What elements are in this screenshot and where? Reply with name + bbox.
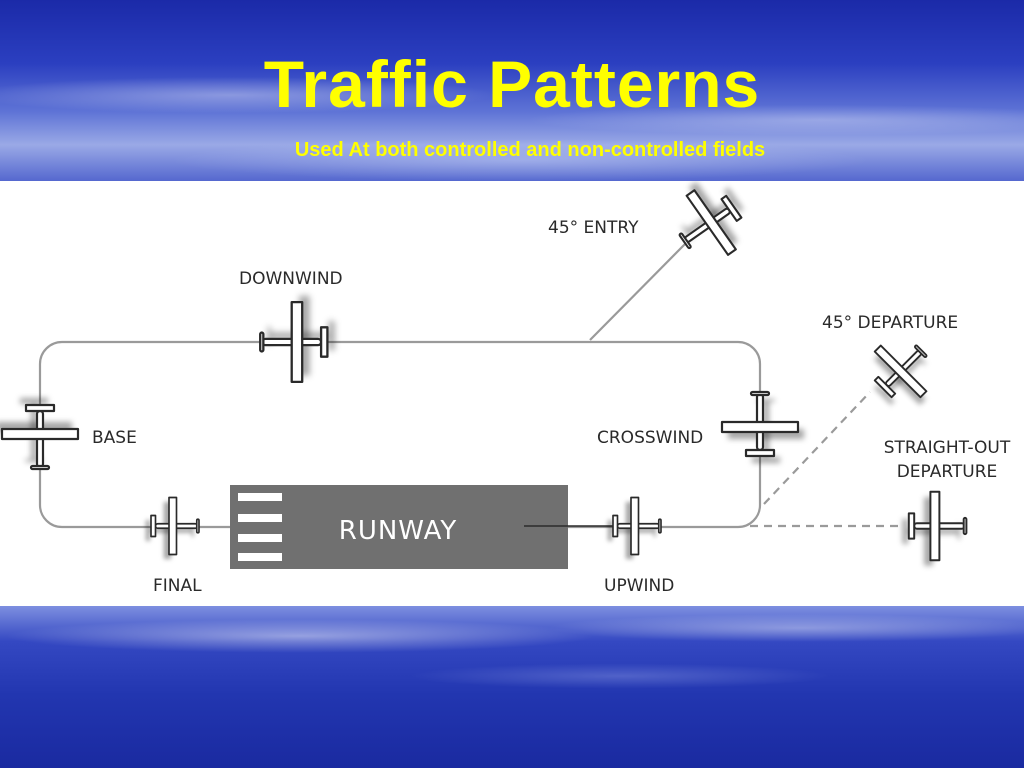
- runway: [230, 485, 568, 569]
- label-straight-out-line2: DEPARTURE: [897, 462, 998, 482]
- label-downwind: DOWNWIND: [239, 269, 343, 289]
- airplane-icon-downwind: [260, 296, 335, 382]
- footer-background: [0, 606, 1024, 768]
- traffic-pattern-diagram: RUNWAY 45° ENTRY DOWNWIND 45° DEPARTURE …: [0, 181, 1024, 606]
- airplane-icon-entry: [660, 181, 760, 271]
- airplane-icon-final: [146, 498, 199, 560]
- airplane-icon-upwind: [608, 498, 661, 560]
- entry-path: [589, 242, 687, 341]
- runway-label: RUNWAY: [339, 516, 457, 546]
- departure-45-path: [763, 391, 871, 505]
- runway-threshold-markings: [238, 493, 282, 561]
- label-base: BASE: [92, 428, 137, 448]
- page-subtitle: Used At both controlled and non-controll…: [294, 139, 766, 161]
- label-final: FINAL: [153, 576, 202, 596]
- airplane-icon-departure-45: [856, 328, 948, 420]
- page-title: Traffic Patterns: [263, 47, 761, 121]
- airplane-icon-straight-out: [903, 492, 967, 566]
- header-background: [0, 0, 1024, 181]
- label-45-entry: 45° ENTRY: [548, 218, 639, 238]
- label-45-departure: 45° DEPARTURE: [822, 313, 958, 333]
- label-upwind: UPWIND: [604, 576, 674, 596]
- airplane-icon-crosswind: [722, 392, 804, 463]
- label-crosswind: CROSSWIND: [597, 428, 703, 448]
- label-straight-out-line1: STRAIGHT-OUT: [884, 438, 1011, 458]
- airplane-icon-base: [0, 398, 78, 469]
